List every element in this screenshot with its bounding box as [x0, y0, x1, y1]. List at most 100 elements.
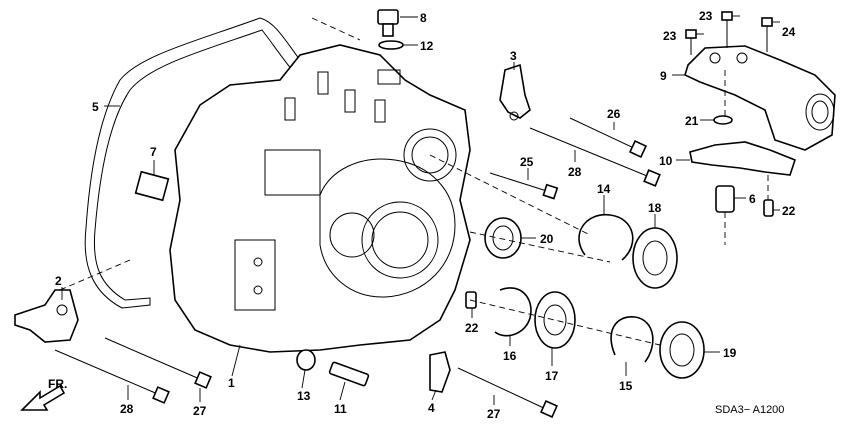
callout-number: 13	[297, 389, 311, 403]
callout-number: 7	[150, 145, 157, 159]
callout-number: 18	[648, 201, 662, 215]
mount-hole	[709, 52, 721, 64]
ball-bearing-inner	[669, 333, 695, 367]
plug-bolt	[328, 361, 370, 387]
long-bolt	[54, 349, 161, 396]
mount-bolt-head	[721, 11, 733, 21]
long-bolt-head	[643, 169, 661, 187]
mount-hole	[736, 52, 748, 64]
callout-number: 16	[503, 349, 517, 363]
housing-bore-large	[361, 201, 439, 279]
roller-bearing	[534, 291, 576, 349]
leader-lines	[61, 15, 780, 405]
housing-boss	[317, 71, 329, 95]
snap-ring	[494, 287, 532, 337]
bolt	[489, 172, 551, 193]
callout-number: 19	[723, 346, 737, 360]
callout-number: 25	[520, 155, 534, 169]
housing-bell-flange	[319, 158, 456, 298]
bracket-hole	[509, 111, 519, 121]
callout-number: 27	[487, 407, 501, 421]
callout-number: 28	[568, 165, 582, 179]
stiffener-plate	[689, 141, 796, 176]
housing-boss	[344, 89, 356, 113]
ball-bearing-inner	[642, 240, 668, 276]
long-bolt-head	[540, 400, 558, 418]
callout-number: 12	[420, 39, 434, 53]
callout-number: 27	[193, 404, 207, 418]
callout-number: 4	[428, 401, 435, 415]
callout-number: 22	[782, 204, 796, 218]
bracket-clip	[499, 63, 531, 119]
sealing-washer	[296, 349, 316, 371]
drain-bolt	[377, 9, 399, 25]
long-bolt	[104, 337, 203, 381]
drain-bolt-shank	[382, 23, 394, 37]
housing-bore-large-inner	[371, 211, 429, 269]
mount-bolt-head	[761, 17, 773, 27]
callout-number: 21	[685, 114, 699, 128]
housing-bore-left	[329, 212, 375, 258]
ball-bearing	[659, 321, 705, 379]
ball-bearing	[632, 227, 678, 289]
long-bolt	[457, 367, 549, 411]
snap-ring	[610, 316, 654, 363]
long-bolt	[529, 127, 653, 179]
dowel-pin	[763, 199, 774, 217]
front-direction-arrow-icon	[20, 384, 66, 411]
mount-bushing	[805, 93, 835, 131]
callout-number: 10	[659, 154, 673, 168]
direction-label: FR.	[48, 377, 67, 391]
callout-number: 28	[120, 402, 134, 416]
callout-number: 17	[545, 369, 559, 383]
housing-bolt-hole	[253, 285, 263, 295]
harness-bracket	[429, 351, 451, 393]
callout-number: 22	[465, 321, 479, 335]
sensor-cover	[134, 170, 170, 202]
callout-number: 11	[334, 402, 347, 416]
housing-filler-boss	[377, 69, 401, 85]
mount-bushing-inner	[811, 100, 829, 124]
housing-bore-upper	[403, 128, 457, 182]
assembly-line	[311, 17, 361, 41]
long-bolt-head	[152, 386, 170, 404]
housing-boss	[284, 97, 296, 121]
callout-number: 8	[420, 11, 427, 25]
assembly-line	[469, 231, 611, 263]
callout-number: 20	[540, 232, 554, 246]
snap-ring	[578, 214, 634, 261]
callout-number: 23	[699, 9, 713, 23]
long-bolt	[569, 117, 639, 151]
transmission-mount	[684, 45, 836, 151]
callout-number: 2	[55, 274, 62, 288]
housing-boss	[374, 99, 386, 123]
dowel-sleeve	[715, 185, 735, 213]
callout-number: 6	[749, 192, 756, 206]
housing-top-pad	[264, 149, 321, 196]
callout-number: 24	[782, 25, 796, 39]
callout-number: 23	[663, 29, 677, 43]
callout-number: 15	[619, 379, 633, 393]
assembly-line	[59, 259, 131, 291]
roller-bearing-inner	[543, 304, 567, 336]
callout-number: 9	[660, 69, 667, 83]
oil-seal-inner	[492, 225, 514, 251]
gasket	[84, 17, 301, 309]
callout-number: 1	[228, 376, 235, 390]
assembly-line	[469, 299, 661, 346]
callout-number: 14	[597, 182, 611, 196]
bracket-hole	[56, 304, 68, 316]
washer	[713, 115, 733, 125]
diagram-code: SDA3− A1200	[715, 404, 784, 416]
bolt-head	[542, 183, 559, 200]
callout-number: 26	[607, 107, 621, 121]
housing-bore-upper-inner	[411, 136, 449, 174]
cable-bracket	[14, 289, 79, 343]
long-bolt-head	[194, 371, 212, 389]
callout-number: 3	[510, 49, 517, 63]
mount-bolt-head	[685, 29, 697, 39]
callout-numbers: 8 12 3 23 23 24 9 5 26 21 7 10 25 28 6 2…	[55, 9, 796, 421]
long-bolt-head	[628, 139, 648, 159]
sealing-washer	[378, 40, 404, 50]
